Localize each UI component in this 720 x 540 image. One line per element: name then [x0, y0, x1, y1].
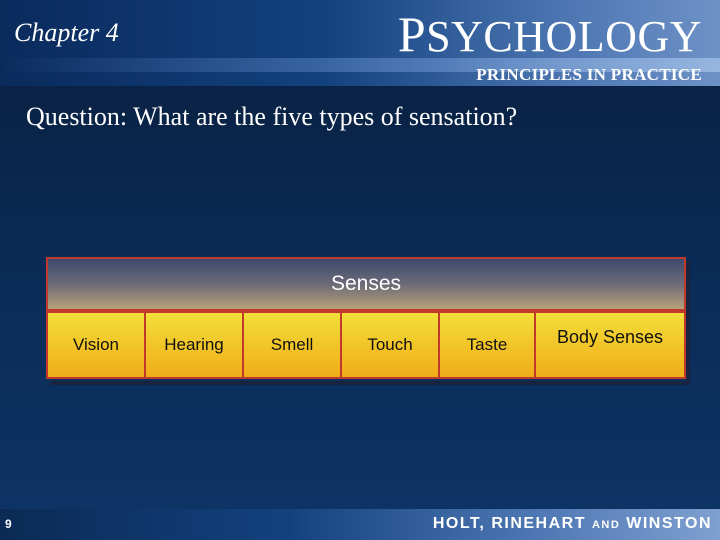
chapter-label: Chapter 4 — [14, 18, 119, 47]
brand-rest: SYCHOLOGY — [426, 12, 702, 61]
brand-logo: PSYCHOLOGY PRINCIPLES IN PRACTICE — [398, 9, 702, 85]
sense-box-vision: Vision — [46, 311, 146, 379]
sense-box-touch: Touch — [340, 311, 440, 379]
sense-box-smell: Smell — [242, 311, 342, 379]
sense-box-taste: Taste — [438, 311, 536, 379]
question-text: Question: What are the five types of sen… — [26, 102, 518, 131]
senses-root-box: Senses — [46, 257, 686, 311]
brand-subtitle: PRINCIPLES IN PRACTICE — [476, 65, 702, 84]
publisher-and: AND — [591, 519, 621, 531]
brand-initial: P — [397, 6, 427, 62]
publisher-main: HOLT, RINEHART — [432, 515, 586, 532]
publisher-end: WINSTON — [626, 515, 712, 532]
publisher-name: HOLT, RINEHART AND WINSTON — [433, 515, 712, 533]
page-number: 9 — [5, 517, 12, 531]
senses-diagram: Senses Vision Hearing Smell Touch Taste … — [46, 257, 686, 381]
sense-box-hearing: Hearing — [144, 311, 244, 379]
brand-title: PSYCHOLOGY — [398, 9, 702, 61]
sense-box-body-senses: Body Senses — [534, 311, 686, 379]
header-band — [0, 0, 720, 86]
footer-band — [0, 509, 720, 540]
